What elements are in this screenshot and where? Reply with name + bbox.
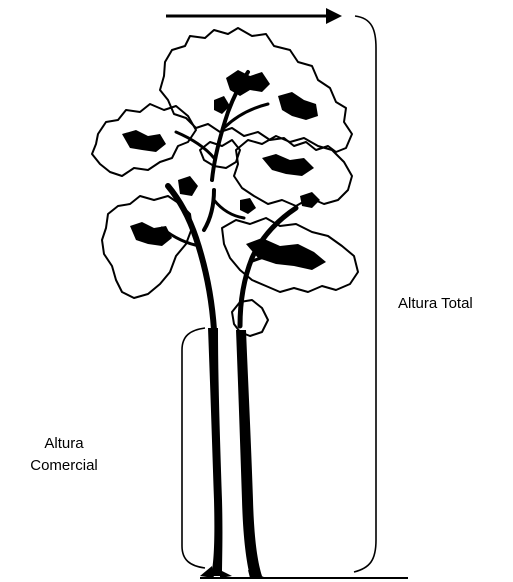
total-height-label: Altura Total	[398, 293, 473, 315]
arrow-right-icon	[166, 8, 342, 24]
right-brace-icon	[354, 16, 376, 572]
tree-icon	[92, 28, 358, 578]
tree-trunk-right	[236, 330, 262, 576]
foliage-lower-left-cluster	[102, 196, 192, 298]
commercial-height-label-line1: Altura	[0, 433, 128, 455]
left-bracket-icon	[182, 328, 205, 568]
commercial-height-label-line2: Comercial	[0, 455, 128, 477]
tree-trunk-left	[208, 328, 222, 576]
commercial-height-label: Altura Comercial	[0, 433, 128, 477]
